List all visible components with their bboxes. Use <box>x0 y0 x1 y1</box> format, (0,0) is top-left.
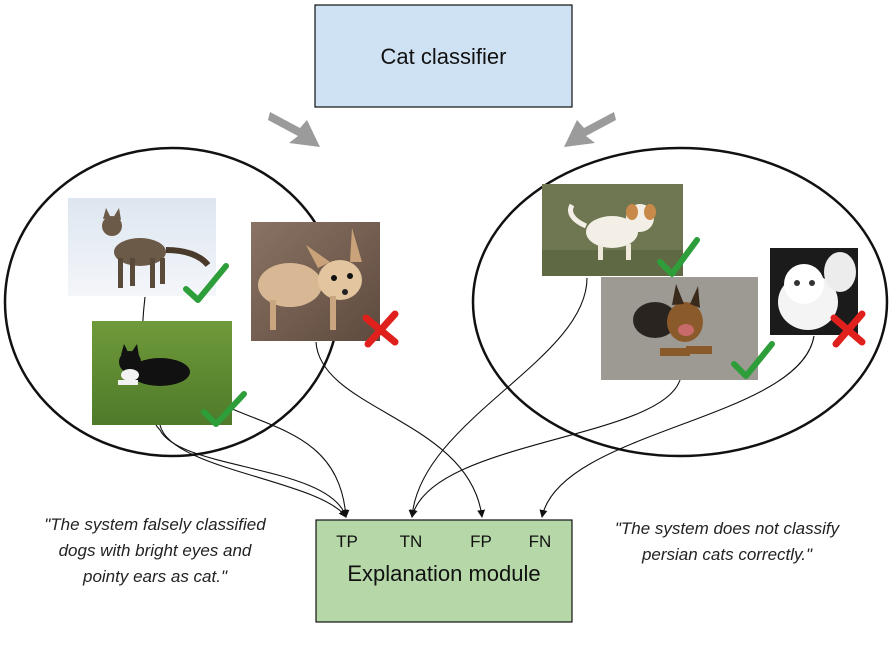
classifier-box <box>314 4 573 108</box>
persian-cat-photo <box>770 248 858 335</box>
connector-lines <box>141 277 815 518</box>
connector-persian-to-fn <box>539 335 815 518</box>
connector-blackcat-to-tp <box>159 424 347 518</box>
chihuahua-cross-icon <box>362 310 399 348</box>
cross-icons <box>362 310 866 348</box>
right-quote-line-1: "The system does not classify <box>615 519 841 538</box>
slot-fp-label: FP <box>470 532 492 551</box>
connector-whitedog-to-tn <box>408 277 588 518</box>
right-quote-line-2: persian cats correctly." <box>641 545 813 564</box>
shepherd-check-icon <box>731 341 775 379</box>
white-dog-check-icon <box>657 237 700 277</box>
right-down-arrow <box>564 112 616 147</box>
tabby-cat-photo <box>68 198 216 296</box>
chihuahua-photo <box>251 222 380 341</box>
slot-tn-label: TN <box>400 532 423 551</box>
right-quote: "The system does not classify persian ca… <box>615 519 841 564</box>
connector-blackwhite-check-to-tp <box>229 407 350 518</box>
connector-shepherd-to-tn <box>409 379 681 518</box>
left-down-arrow <box>268 112 320 147</box>
persian-cross-icon <box>830 310 866 348</box>
explanation-module-box <box>315 519 573 623</box>
right-group-ellipse <box>471 146 889 458</box>
slot-tp-label: TP <box>336 532 358 551</box>
left-quote: "The system falsely classified dogs with… <box>44 515 266 586</box>
classifier-label: Cat classifier <box>381 44 507 69</box>
black-white-cat-photo <box>92 321 232 425</box>
tabby-check-icon <box>183 263 229 303</box>
connector-chihuahua-to-fp <box>315 341 486 518</box>
left-quote-line-3: pointy ears as cat." <box>82 567 228 586</box>
slot-fn-label: FN <box>529 532 552 551</box>
black-white-cat-check-icon <box>201 391 247 427</box>
left-quote-line-2: dogs with bright eyes and <box>59 541 252 560</box>
explanation-module-label: Explanation module <box>347 561 540 586</box>
left-quote-line-1: "The system falsely classified <box>44 515 266 534</box>
check-icons <box>183 237 775 427</box>
